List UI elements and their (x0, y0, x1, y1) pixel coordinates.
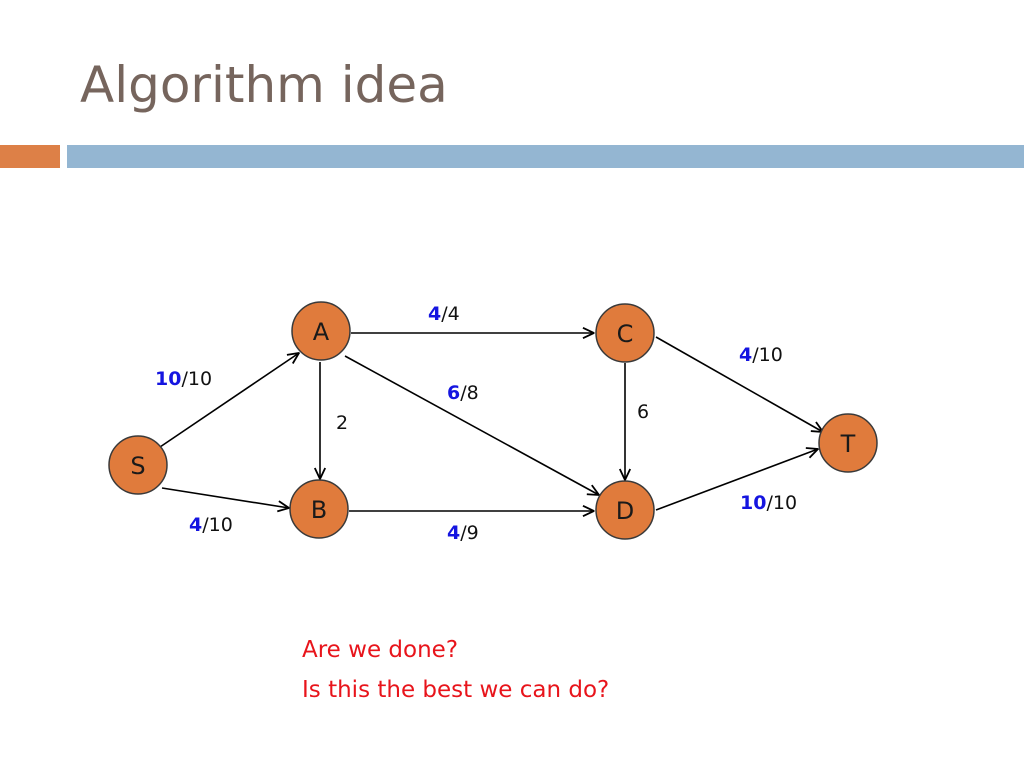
flow-value: 4 (739, 344, 752, 366)
edge-label-a-d: 6/8 (447, 382, 479, 404)
edge-label-c-d: 6 (637, 401, 649, 423)
edge-c-t (655, 336, 823, 432)
capacity-value: 10 (773, 492, 797, 514)
flow-value: 4 (447, 522, 460, 544)
separator: / (460, 382, 467, 404)
separator: / (766, 492, 773, 514)
edge-s-b (161, 487, 289, 508)
edge-d-t (655, 449, 818, 511)
node-label: C (617, 320, 634, 348)
flow-value: 4 (428, 303, 441, 325)
edge-label-a-b: 2 (336, 412, 348, 434)
separator: / (460, 522, 467, 544)
slide-title: Algorithm idea (80, 56, 448, 114)
separator: / (202, 514, 209, 536)
node-c: C (595, 303, 655, 363)
edge-label-a-c: 4/4 (428, 303, 460, 325)
node-s: S (108, 435, 168, 495)
flow-value: 10 (155, 368, 181, 390)
edge-label-s-b: 4/10 (189, 514, 233, 536)
node-label: B (311, 496, 327, 524)
node-circle (289, 479, 349, 539)
node-t: T (818, 413, 878, 473)
questions: Are we done? Is this the best we can do? (302, 630, 609, 710)
edge-label-d-t: 10/10 (740, 492, 797, 514)
node-d: D (595, 480, 655, 540)
edge-a-d (344, 355, 599, 495)
node-a: A (291, 301, 351, 361)
node-circle (595, 480, 655, 540)
flow-value: 6 (447, 382, 460, 404)
flow-value: 10 (740, 492, 766, 514)
node-b: B (289, 479, 349, 539)
edge-label-b-d: 4/9 (447, 522, 479, 544)
capacity-value: 2 (336, 412, 348, 434)
node-label: D (616, 497, 634, 525)
node-circle (595, 303, 655, 363)
node-label: S (130, 452, 145, 480)
capacity-value: 10 (759, 344, 783, 366)
node-circle (291, 301, 351, 361)
edge-label-c-t: 4/10 (739, 344, 783, 366)
capacity-value: 10 (188, 368, 212, 390)
capacity-value: 10 (209, 514, 233, 536)
capacity-value: 9 (467, 522, 479, 544)
question-line: Is this the best we can do? (302, 677, 610, 703)
separator: / (181, 368, 188, 390)
node-circle (818, 413, 878, 473)
separator: / (752, 344, 759, 366)
question-line: Are we done? (302, 637, 459, 663)
title-underline-accent (0, 145, 60, 168)
separator: / (441, 303, 448, 325)
edge-s-a (159, 353, 299, 448)
capacity-value: 4 (448, 303, 460, 325)
edge-label-s-a: 10/10 (155, 368, 212, 390)
node-label: A (313, 318, 330, 346)
capacity-value: 6 (637, 401, 649, 423)
node-circle (108, 435, 168, 495)
flow-value: 4 (189, 514, 202, 536)
capacity-value: 8 (467, 382, 479, 404)
node-label: T (840, 430, 856, 458)
title-underline-bar (67, 145, 1024, 168)
